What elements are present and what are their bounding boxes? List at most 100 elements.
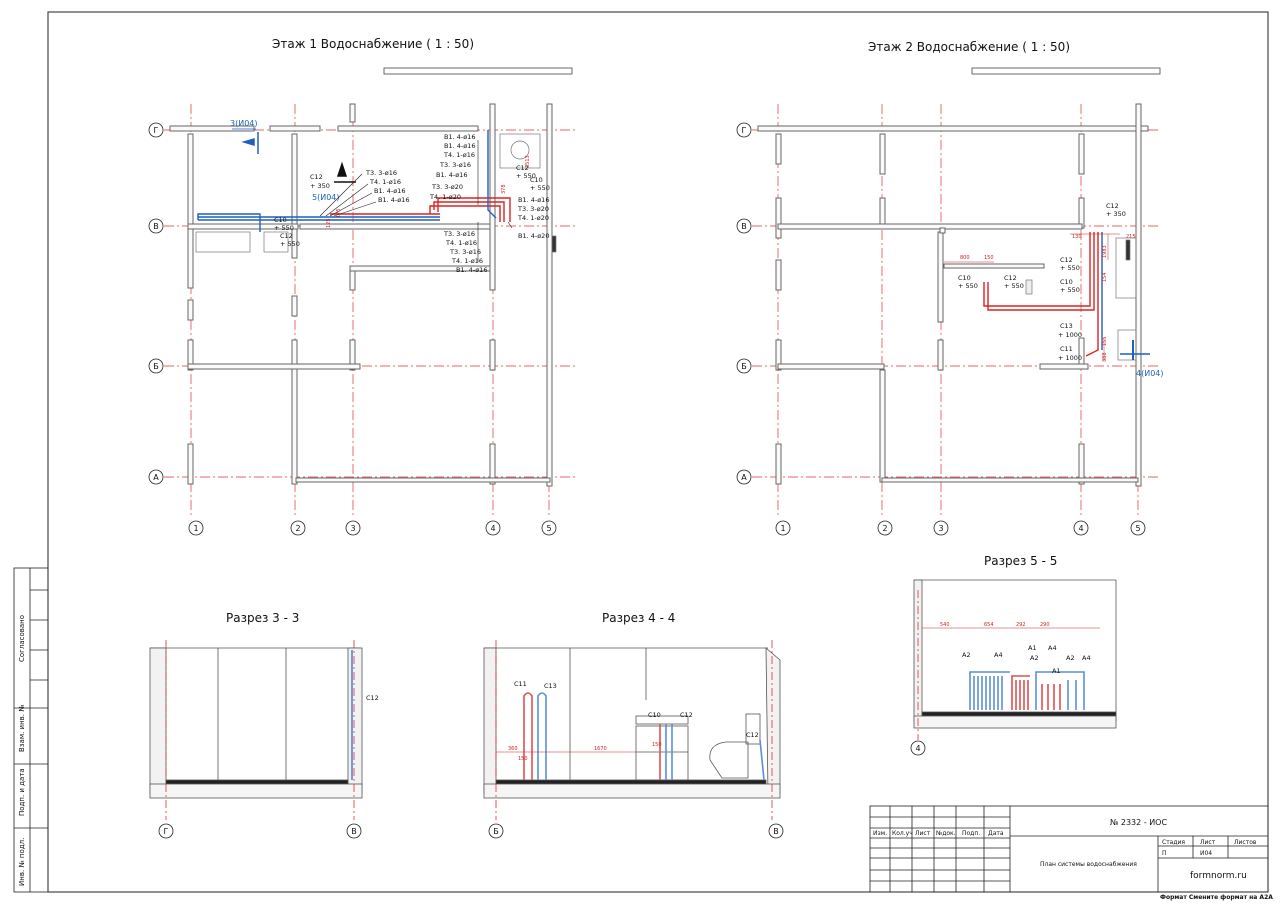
plan1-pipe-mid-4: В1. 4-ø16: [378, 196, 409, 204]
section44-axis-v: В: [773, 827, 779, 836]
section44-axis-bubble-b: [488, 823, 504, 839]
plan1-title: Этаж 1 Водоснабжение ( 1 : 50): [272, 37, 474, 51]
plan2-axis-bubbles: [736, 122, 1146, 536]
plan2-c12-top: С12: [1106, 202, 1119, 210]
plan1-callout-left: 3(И04): [230, 119, 258, 128]
plan2-axis-col-4: 4: [1078, 524, 1083, 533]
section55-axis-bubble: [910, 740, 926, 756]
plan1-leaders: [319, 140, 513, 262]
plan2-pipes: [983, 232, 1150, 360]
section55-dim-2: 654: [984, 622, 994, 628]
plan2-dim-8: 155: [1102, 336, 1108, 346]
tb-stage-label: Стадия: [1162, 839, 1185, 846]
stamp-sign-date: Подп. и дата: [18, 768, 26, 816]
section44-c11: С11: [514, 680, 527, 688]
tb-header-date: Дата: [988, 830, 1004, 837]
plan1-pipe-right-4: В1. 4-ø20: [518, 232, 549, 240]
plan2-axis-row-b: Б: [741, 362, 747, 371]
plan1-pipe-bottom-3: Т3. 3-ø16: [449, 248, 481, 256]
tb-sheet-label: Лист: [1200, 839, 1216, 846]
tb-header-list: Лист: [915, 830, 931, 837]
plan2-dim-6: 154: [1102, 272, 1108, 282]
plan2-c13: С13: [1060, 322, 1073, 330]
section33-axis-g: Г: [164, 827, 169, 836]
plan2-c10-b: С10: [958, 274, 971, 282]
stamp-inv-orig: Инв. № подл.: [18, 838, 26, 886]
plan2-c12-top-elev: + 350: [1106, 210, 1126, 218]
plan2-dim-lines: [944, 233, 1120, 362]
tb-format-note: Формат Смените формат на А2А: [1160, 894, 1273, 901]
plan1-pipe-mid-1: Т3. 3-ø16: [365, 169, 397, 177]
section-5-5: Разрез 5 - 5 540 654 292 290: [910, 554, 1117, 756]
plan2-c10-b-elev: + 550: [958, 282, 978, 290]
plan1-pipe-mid-3: В1. 4-ø16: [374, 187, 405, 195]
plan1-c12-right-elev: + 550: [516, 172, 536, 180]
plan1-pipe-right-2: Т3. 3-ø20: [517, 205, 549, 213]
plan1-c12-top-elev: + 350: [310, 182, 330, 190]
plan1-pipe-right-3: Т4. 1-ø20: [517, 214, 549, 222]
section-3-3: Разрез 3 - 3 С12 Г В: [149, 611, 379, 839]
plan1-dim-2: 378: [501, 184, 507, 194]
plan1-pipe-top-4: Т3. 3-ø16: [439, 161, 471, 169]
tb-header-ndoc: №док.: [936, 830, 956, 837]
section33-axis-v: В: [351, 827, 357, 836]
section33-c12: С12: [366, 694, 379, 702]
plan2-grid: [752, 104, 1160, 515]
plan2-floor: 4(И04) С12 + 350 С12 + 550 С10 + 550 С10…: [736, 103, 1164, 536]
plan1-axis-col-3: 3: [350, 524, 355, 533]
plan1-pipe-top-2: В1. 4-ø16: [444, 142, 475, 150]
plan1-pipe-bottom-2: Т4. 1-ø16: [445, 239, 477, 247]
plan1-c10-right: С10: [530, 176, 543, 184]
plan1-axis-col-5: 5: [546, 524, 551, 533]
section55-label-8: А4: [1082, 654, 1091, 662]
plan2-axis-col-3: 3: [938, 524, 943, 533]
stamp-agreed: Согласовано: [18, 615, 26, 662]
section33-axis-bubble-g: [158, 823, 174, 839]
section44-dim-2: 150: [518, 756, 528, 762]
plan1-pipe-top-5: В1. 4-ø16: [436, 171, 467, 179]
plan2-axis-col-5: 5: [1135, 524, 1140, 533]
section55-risers: [969, 671, 1085, 710]
plan2-callout: 4(И04): [1136, 369, 1164, 378]
plan2-dim-1: 800: [960, 255, 970, 261]
plan1-pipe-top-6: Т3. 3-ø20: [431, 183, 463, 191]
section44-dim-1: 360: [508, 746, 518, 752]
plan1-scale-bar: [383, 67, 573, 75]
section55-dim-1: 540: [940, 622, 950, 628]
plan2-c12-b-elev: + 550: [1004, 282, 1024, 290]
plan2-c10-a: С10: [1060, 278, 1073, 286]
section55-label-2: А4: [994, 651, 1003, 659]
plan2-axis-row-g: Г: [742, 126, 747, 135]
plan2-scale-bar: [971, 67, 1161, 75]
plan2-c12-a-elev: + 550: [1060, 264, 1080, 272]
section55-label-4: А2: [1030, 654, 1039, 662]
plan1-pipe-top-1: В1. 4-ø16: [444, 133, 475, 141]
section44-dim-4: 150: [652, 742, 662, 748]
plan1-c10-right-elev: + 550: [530, 184, 550, 192]
plan1-grid: [164, 104, 576, 515]
plan2-walls: [757, 103, 1149, 487]
section44-c12-a: С12: [680, 711, 693, 719]
plan1-pipe-mid-2: Т4. 1-ø16: [369, 178, 401, 186]
section55-label-7: А2: [1066, 654, 1075, 662]
plan1-axis-row-a: А: [153, 473, 159, 482]
section55-axis-4: 4: [915, 744, 920, 753]
plan2-c11-elev: + 1000: [1058, 354, 1082, 362]
plan2-fixtures: [1025, 237, 1137, 361]
plan1-c12-left-elev: + 550: [280, 240, 300, 248]
section44-risers: [523, 692, 765, 781]
plan2-axis-col-1: 1: [780, 524, 785, 533]
plan1-axis-bubbles: [148, 122, 557, 536]
plan1-c10-left-elev: + 550: [274, 224, 294, 232]
tb-site: formnorm.ru: [1190, 871, 1247, 881]
plan1-pipe-top-7: Т4. 1-ø20: [429, 193, 461, 201]
plan1-pipes: [197, 130, 511, 232]
plan2-c12-b: С12: [1004, 274, 1017, 282]
tb-sheets-label: Листов: [1234, 839, 1257, 846]
tb-sheet-value: И04: [1200, 850, 1212, 857]
plan2-dim-7: 388: [1102, 352, 1108, 362]
section44-axis-b: Б: [493, 827, 499, 836]
left-stamp: [13, 567, 49, 893]
plan2-dim-3: 130: [1072, 234, 1082, 240]
